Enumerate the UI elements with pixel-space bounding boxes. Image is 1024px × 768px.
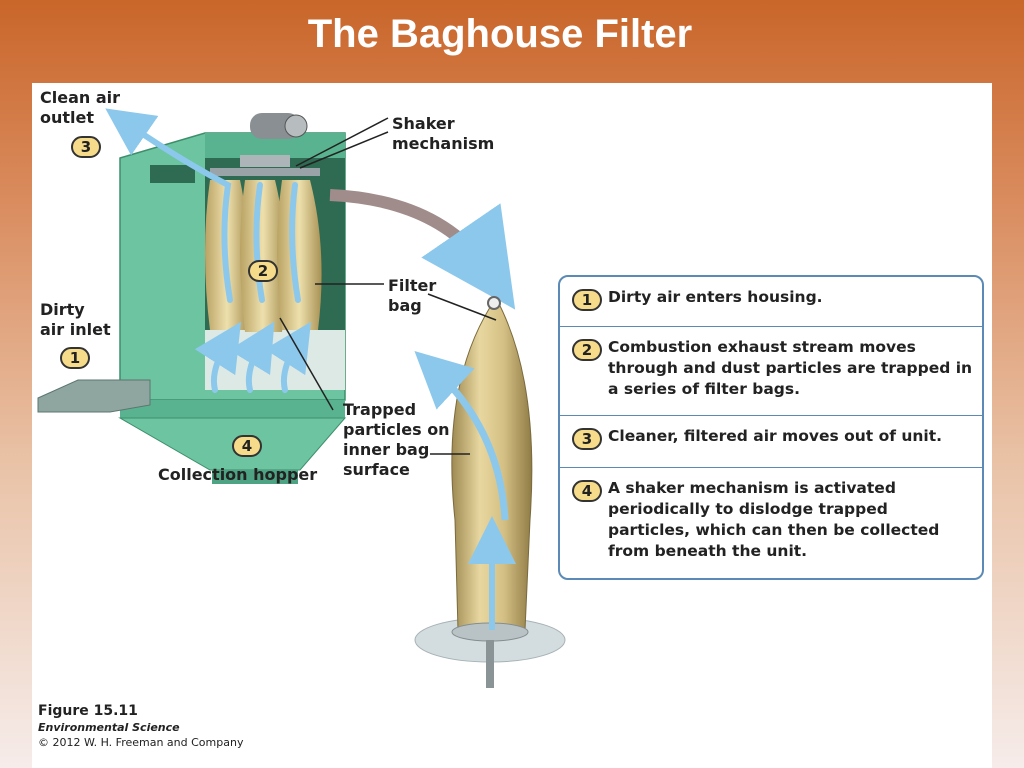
figure-caption: Figure 15.11 Environmental Science © 201…	[38, 703, 243, 750]
badge-bags: 2	[248, 260, 278, 282]
badge-outlet: 3	[71, 136, 101, 158]
label-shaker-mechanism: Shaker mechanism	[392, 114, 495, 153]
step-badge-4: 4	[572, 480, 602, 502]
steps-legend: 1 Dirty air enters housing. 2 Combustion…	[558, 275, 984, 580]
badge-hopper: 4	[232, 435, 262, 457]
step-text-1: Dirty air enters housing.	[608, 288, 823, 306]
label-clean-air-outlet: Clean air outlet	[40, 88, 121, 127]
step-text-4: A shaker mechanism is activated periodic…	[608, 479, 940, 560]
filter-bag-detail	[414, 296, 566, 688]
figure-number: Figure 15.11	[38, 703, 138, 719]
figure-book-title: Environmental Science	[38, 721, 180, 734]
leader-lines	[279, 117, 497, 455]
step-row-2: 2 Combustion exhaust stream moves throug…	[560, 327, 982, 416]
step-badge-2: 2	[572, 339, 602, 361]
label-trapped-particles: Trapped particles on inner bag surface	[343, 400, 450, 479]
slide-title: The Baghouse Filter	[307, 12, 693, 56]
shaker-mechanism	[210, 113, 320, 176]
step-badge-1: 1	[572, 289, 602, 311]
figure-copyright: © 2012 W. H. Freeman and Company	[38, 736, 244, 749]
label-dirty-air-inlet: Dirty air inlet	[40, 300, 111, 339]
step-row-1: 1 Dirty air enters housing.	[560, 277, 982, 327]
step-text-2: Combustion exhaust stream moves through …	[608, 338, 973, 398]
step-row-4: 4 A shaker mechanism is activated period…	[560, 468, 982, 578]
label-collection-hopper: Collection hopper	[158, 465, 318, 484]
air-flow-arrows	[105, 108, 311, 393]
step-text-3: Cleaner, filtered air moves out of unit.	[608, 427, 943, 445]
label-filter-bag: Filter bag	[388, 276, 437, 315]
badge-inlet: 1	[60, 347, 90, 369]
step-row-3: 3 Cleaner, filtered air moves out of uni…	[560, 416, 982, 468]
inlet-duct	[37, 379, 151, 413]
magnify-arrow	[329, 189, 516, 310]
step-badge-3: 3	[572, 428, 602, 450]
